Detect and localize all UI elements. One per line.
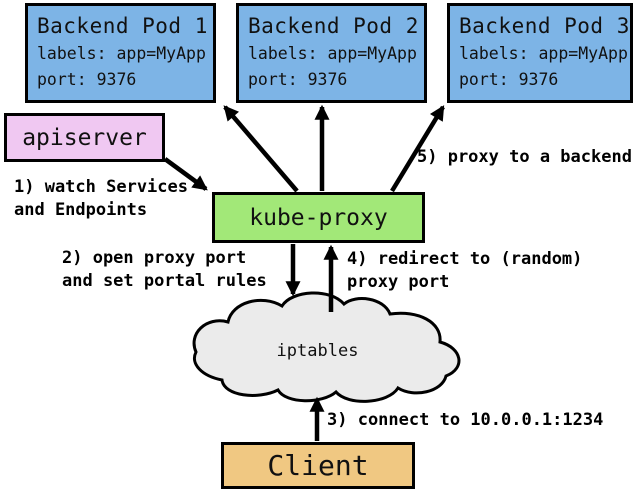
annotation-step4: 4) redirect to (random) proxy port — [347, 249, 583, 292]
client-box: Client — [221, 442, 415, 489]
iptables-label: iptables — [276, 341, 359, 361]
annotation-step3: 3) connect to 10.0.0.1:1234 — [327, 410, 604, 430]
backend-pod-2-box: Backend Pod 2 labels: app=MyApp port: 93… — [236, 3, 427, 103]
backend-pod-2-labels: labels: app=MyApp — [248, 44, 417, 63]
client-label: Client — [267, 449, 369, 482]
annotation-step5: 5) proxy to a backend — [417, 147, 632, 167]
iptables-cloud-shape — [192, 291, 461, 403]
annotation-step1: 1) watch Services and Endpoints — [14, 177, 188, 220]
apiserver-label: apiserver — [22, 124, 147, 151]
backend-pod-3-port: port: 9376 — [459, 70, 559, 89]
arrow-step5-kube-proxy-to-pod1 — [223, 105, 299, 193]
backend-pod-2-title: Backend Pod 2 — [248, 14, 419, 38]
backend-pod-1-port: port: 9376 — [37, 70, 137, 89]
apiserver-box: apiserver — [4, 113, 165, 162]
arrow-step1-apiserver-to-kube-proxy — [163, 157, 208, 191]
backend-pod-1-box: Backend Pod 1 labels: app=MyApp port: 93… — [25, 3, 216, 103]
arrow-step5-kube-proxy-to-pod3 — [390, 105, 445, 193]
backend-pod-3-title: Backend Pod 3 — [459, 14, 630, 38]
backend-pod-2-port: port: 9376 — [248, 70, 348, 89]
backend-pod-3-box: Backend Pod 3 labels: app=MyApp port: 93… — [447, 3, 633, 103]
annotation-step2: 2) open proxy port and set portal rules — [62, 248, 267, 291]
kube-proxy-box: kube-proxy — [212, 192, 425, 243]
kube-proxy-label: kube-proxy — [249, 204, 388, 231]
backend-pod-1-labels: labels: app=MyApp — [37, 44, 206, 63]
backend-pod-1-title: Backend Pod 1 — [37, 14, 208, 38]
backend-pod-3-labels: labels: app=MyApp — [459, 44, 628, 63]
